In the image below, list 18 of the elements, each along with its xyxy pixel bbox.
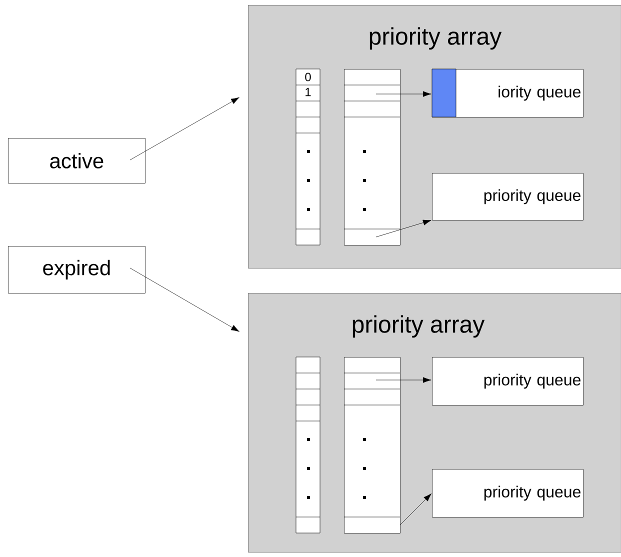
bit-label: 1 [306,88,311,96]
arrow [130,97,240,160]
arrow [376,220,432,238]
queue-box: iority queue [432,68,584,118]
arrow [376,91,432,97]
queue-box: priority queue [432,173,584,220]
arrow [130,268,240,332]
bit-label: 0 [305,72,311,82]
state-box: active [8,138,146,184]
panel-title: priority array [352,315,485,338]
queue-array [344,357,400,534]
state-box: expired [8,246,146,294]
arrow [376,377,432,383]
arrow [400,493,432,526]
queue-box: priority queue [432,469,584,518]
queue-box: priority queue [432,357,584,406]
queue-array [344,69,400,246]
panel-title: priority array [370,27,502,50]
